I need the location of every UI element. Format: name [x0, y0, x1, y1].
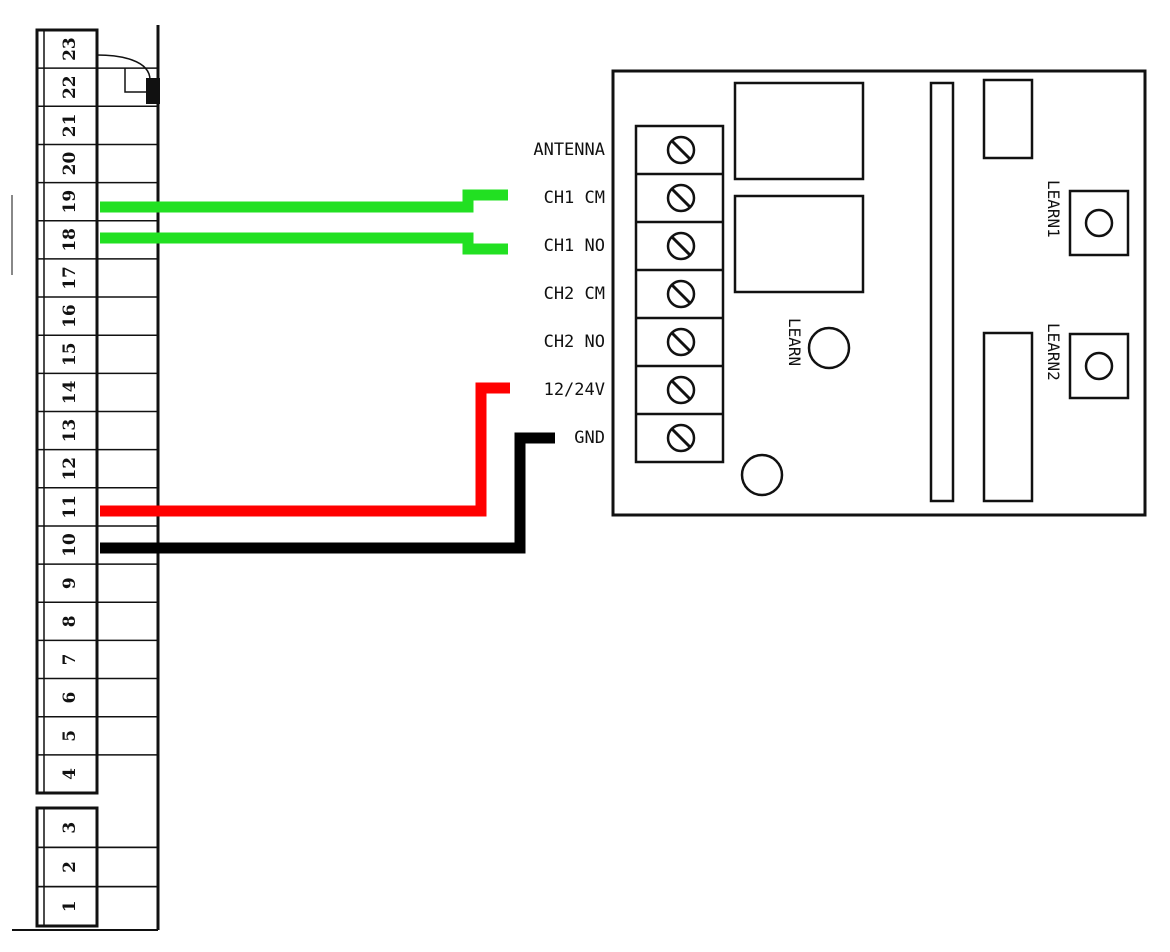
learn2-button[interactable]	[1068, 332, 1130, 400]
terminal-label: CH2 CM	[544, 284, 605, 304]
relay-2	[733, 194, 865, 294]
terminal-number: 23	[60, 37, 80, 61]
terminal-label: ANTENNA	[533, 140, 605, 160]
learn-label: LEARN	[785, 318, 804, 366]
terminal-number: 12	[60, 457, 80, 481]
terminal-number: 15	[60, 342, 80, 366]
terminal-number: 9	[60, 577, 80, 589]
terminal-number: 3	[60, 822, 80, 834]
wires	[100, 189, 555, 554]
terminal-number: 18	[60, 228, 80, 252]
relay-1	[733, 81, 865, 181]
receiver-board: LEARN LEARN1 LEARN2 ANTENNA CH1 CM CH1 NO C…	[533, 69, 1147, 517]
terminal-label: CH2 NO	[544, 332, 605, 352]
learn2-label: LEARN2	[1044, 323, 1063, 381]
terminal-label: GND	[574, 428, 605, 448]
terminal-number: 6	[60, 692, 80, 704]
terminal-number: 7	[60, 654, 80, 666]
screw-terminal	[666, 327, 696, 357]
screw-terminal	[666, 183, 696, 213]
terminal-number: 8	[60, 615, 80, 627]
terminal-label: CH1 NO	[544, 236, 605, 256]
terminal-label: 12/24V	[544, 380, 605, 400]
terminal-number: 14	[60, 380, 80, 404]
led-indicator	[740, 453, 784, 497]
wire-ch1-cm	[100, 189, 508, 213]
terminal-number: 1	[60, 900, 80, 912]
terminal-number: 4	[60, 768, 80, 780]
wire-ch1-no	[100, 232, 508, 255]
chip-bottom	[982, 331, 1034, 503]
terminal-number: 11	[60, 495, 80, 519]
screw-terminal-block: ANTENNA CH1 CM CH1 NO CH2 CM CH2 NO 12/24V GND	[533, 124, 725, 464]
learn-button[interactable]	[807, 326, 851, 370]
screw-terminal	[666, 375, 696, 405]
terminal-number: 19	[60, 190, 80, 214]
board-outline	[611, 69, 1147, 517]
terminal-number: 13	[60, 419, 80, 443]
terminal-number: 5	[60, 730, 80, 742]
terminal-number: 22	[60, 75, 80, 99]
terminal-number: 20	[60, 152, 80, 176]
wire-gnd	[100, 432, 555, 554]
learn1-label: LEARN1	[1044, 180, 1063, 238]
learn1-button[interactable]	[1068, 189, 1130, 257]
screw-terminal	[666, 135, 696, 165]
terminal-number: 2	[60, 861, 80, 873]
wire-12-24v	[100, 382, 510, 517]
long-component	[929, 81, 955, 503]
terminal-label: CH1 CM	[544, 188, 605, 208]
chip-top	[982, 78, 1034, 160]
jumper-block	[146, 78, 160, 104]
screw-terminal	[666, 231, 696, 261]
terminal-number: 10	[60, 533, 80, 557]
terminal-number: 16	[60, 304, 80, 328]
screw-terminal	[666, 279, 696, 309]
terminal-number: 21	[60, 114, 80, 138]
terminal-number: 17	[60, 266, 80, 290]
screw-terminal	[666, 423, 696, 453]
